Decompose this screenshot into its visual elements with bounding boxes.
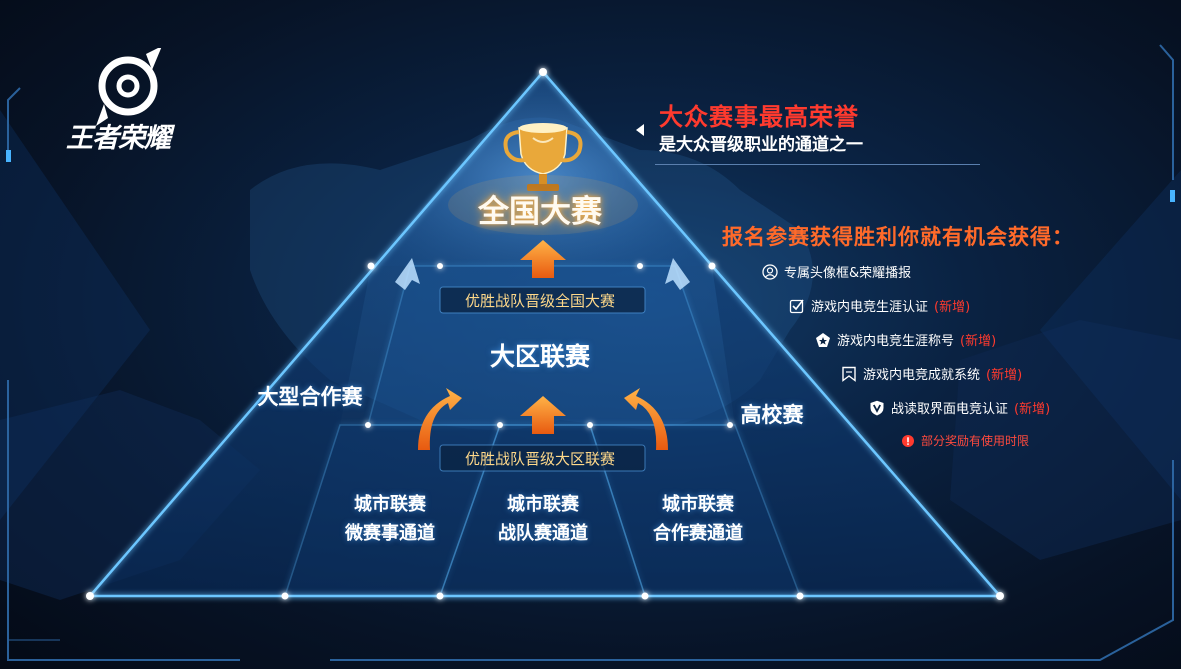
headline-subtitle: 是大众晋级职业的通道之一 xyxy=(659,135,863,155)
reward-note-text: 部分奖励有使用时限 xyxy=(921,434,1030,448)
side-arrow-right xyxy=(665,258,690,290)
reward-item: 战读取界面电竞认证 (新增) xyxy=(869,398,1050,417)
city-channel-3-line2: 合作赛通道 xyxy=(653,523,743,544)
reward-item: 专属头像框&荣耀播报 xyxy=(762,262,911,281)
reward-label: 战读取界面电竞认证 xyxy=(891,402,1009,417)
game-logo-emblem-icon xyxy=(96,48,162,126)
reward-note: 部分奖励有使用时限 xyxy=(902,432,1029,449)
city-channel-3-line1: 城市联赛 xyxy=(662,494,734,515)
regional-tier-label: 大区联赛 xyxy=(489,342,590,371)
reward-item: 游戏内电竞成就系统 (新增) xyxy=(841,364,1022,383)
city-channel-1: 城市联赛 微赛事通道 xyxy=(320,490,460,548)
reward-label: 游戏内电竞生涯认证 xyxy=(811,300,929,315)
title-badge-icon xyxy=(816,332,830,347)
large-cooperation-label: 大型合作赛 xyxy=(257,385,363,409)
headline-divider xyxy=(655,164,980,165)
reward-label: 游戏内电竞成就系统 xyxy=(863,368,981,383)
certification-check-icon xyxy=(789,299,804,313)
rewards-title: 报名参赛获得胜利你就有机会获得： xyxy=(722,225,1074,249)
reward-new-tag: (新增) xyxy=(934,300,971,315)
avatar-frame-icon xyxy=(762,263,778,280)
game-logo-text: 王者荣耀 xyxy=(66,123,171,154)
reward-new-tag: (新增) xyxy=(986,368,1023,383)
pyramid-outline xyxy=(89,70,1003,598)
promotion-arrow-top xyxy=(520,240,566,278)
reward-item: 游戏内电竞生涯认证 (新增) xyxy=(789,296,970,315)
warning-icon xyxy=(902,434,914,447)
reward-label: 游戏内电竞生涯称号 xyxy=(837,334,955,349)
reward-label: 专属头像框&荣耀播报 xyxy=(784,266,912,281)
city-channel-2-line1: 城市联赛 xyxy=(507,494,579,515)
headline-title: 大众赛事最高荣誉 xyxy=(659,103,859,131)
city-channel-3: 城市联赛 合作赛通道 xyxy=(628,490,768,548)
national-promotion-label: 优胜战队晋级全国大赛 xyxy=(464,292,615,310)
achievement-bookmark-icon xyxy=(842,366,856,382)
promotion-arrow-middle xyxy=(520,396,566,434)
regional-promotion-label: 优胜战队晋级大区联赛 xyxy=(464,450,615,468)
curved-arrow-right xyxy=(624,388,668,450)
city-channel-1-line1: 城市联赛 xyxy=(354,494,426,515)
national-tier-label: 全国大赛 xyxy=(478,194,602,230)
city-channel-2-line2: 战队赛通道 xyxy=(498,523,588,544)
city-channel-1-line2: 微赛事通道 xyxy=(345,523,435,544)
sparkle-dots xyxy=(86,68,1004,600)
reward-item: 游戏内电竞生涯称号 (新增) xyxy=(815,330,996,349)
reward-new-tag: (新增) xyxy=(960,334,997,349)
city-channel-2: 城市联赛 战队赛通道 xyxy=(473,490,613,548)
college-label: 高校赛 xyxy=(740,403,804,427)
curved-arrow-left xyxy=(418,388,462,450)
verified-v-icon xyxy=(870,400,884,415)
trophy-icon xyxy=(503,123,583,191)
reward-new-tag: (新增) xyxy=(1014,402,1051,417)
side-arrow-left xyxy=(395,258,420,290)
headline-pointer-icon xyxy=(636,124,644,136)
